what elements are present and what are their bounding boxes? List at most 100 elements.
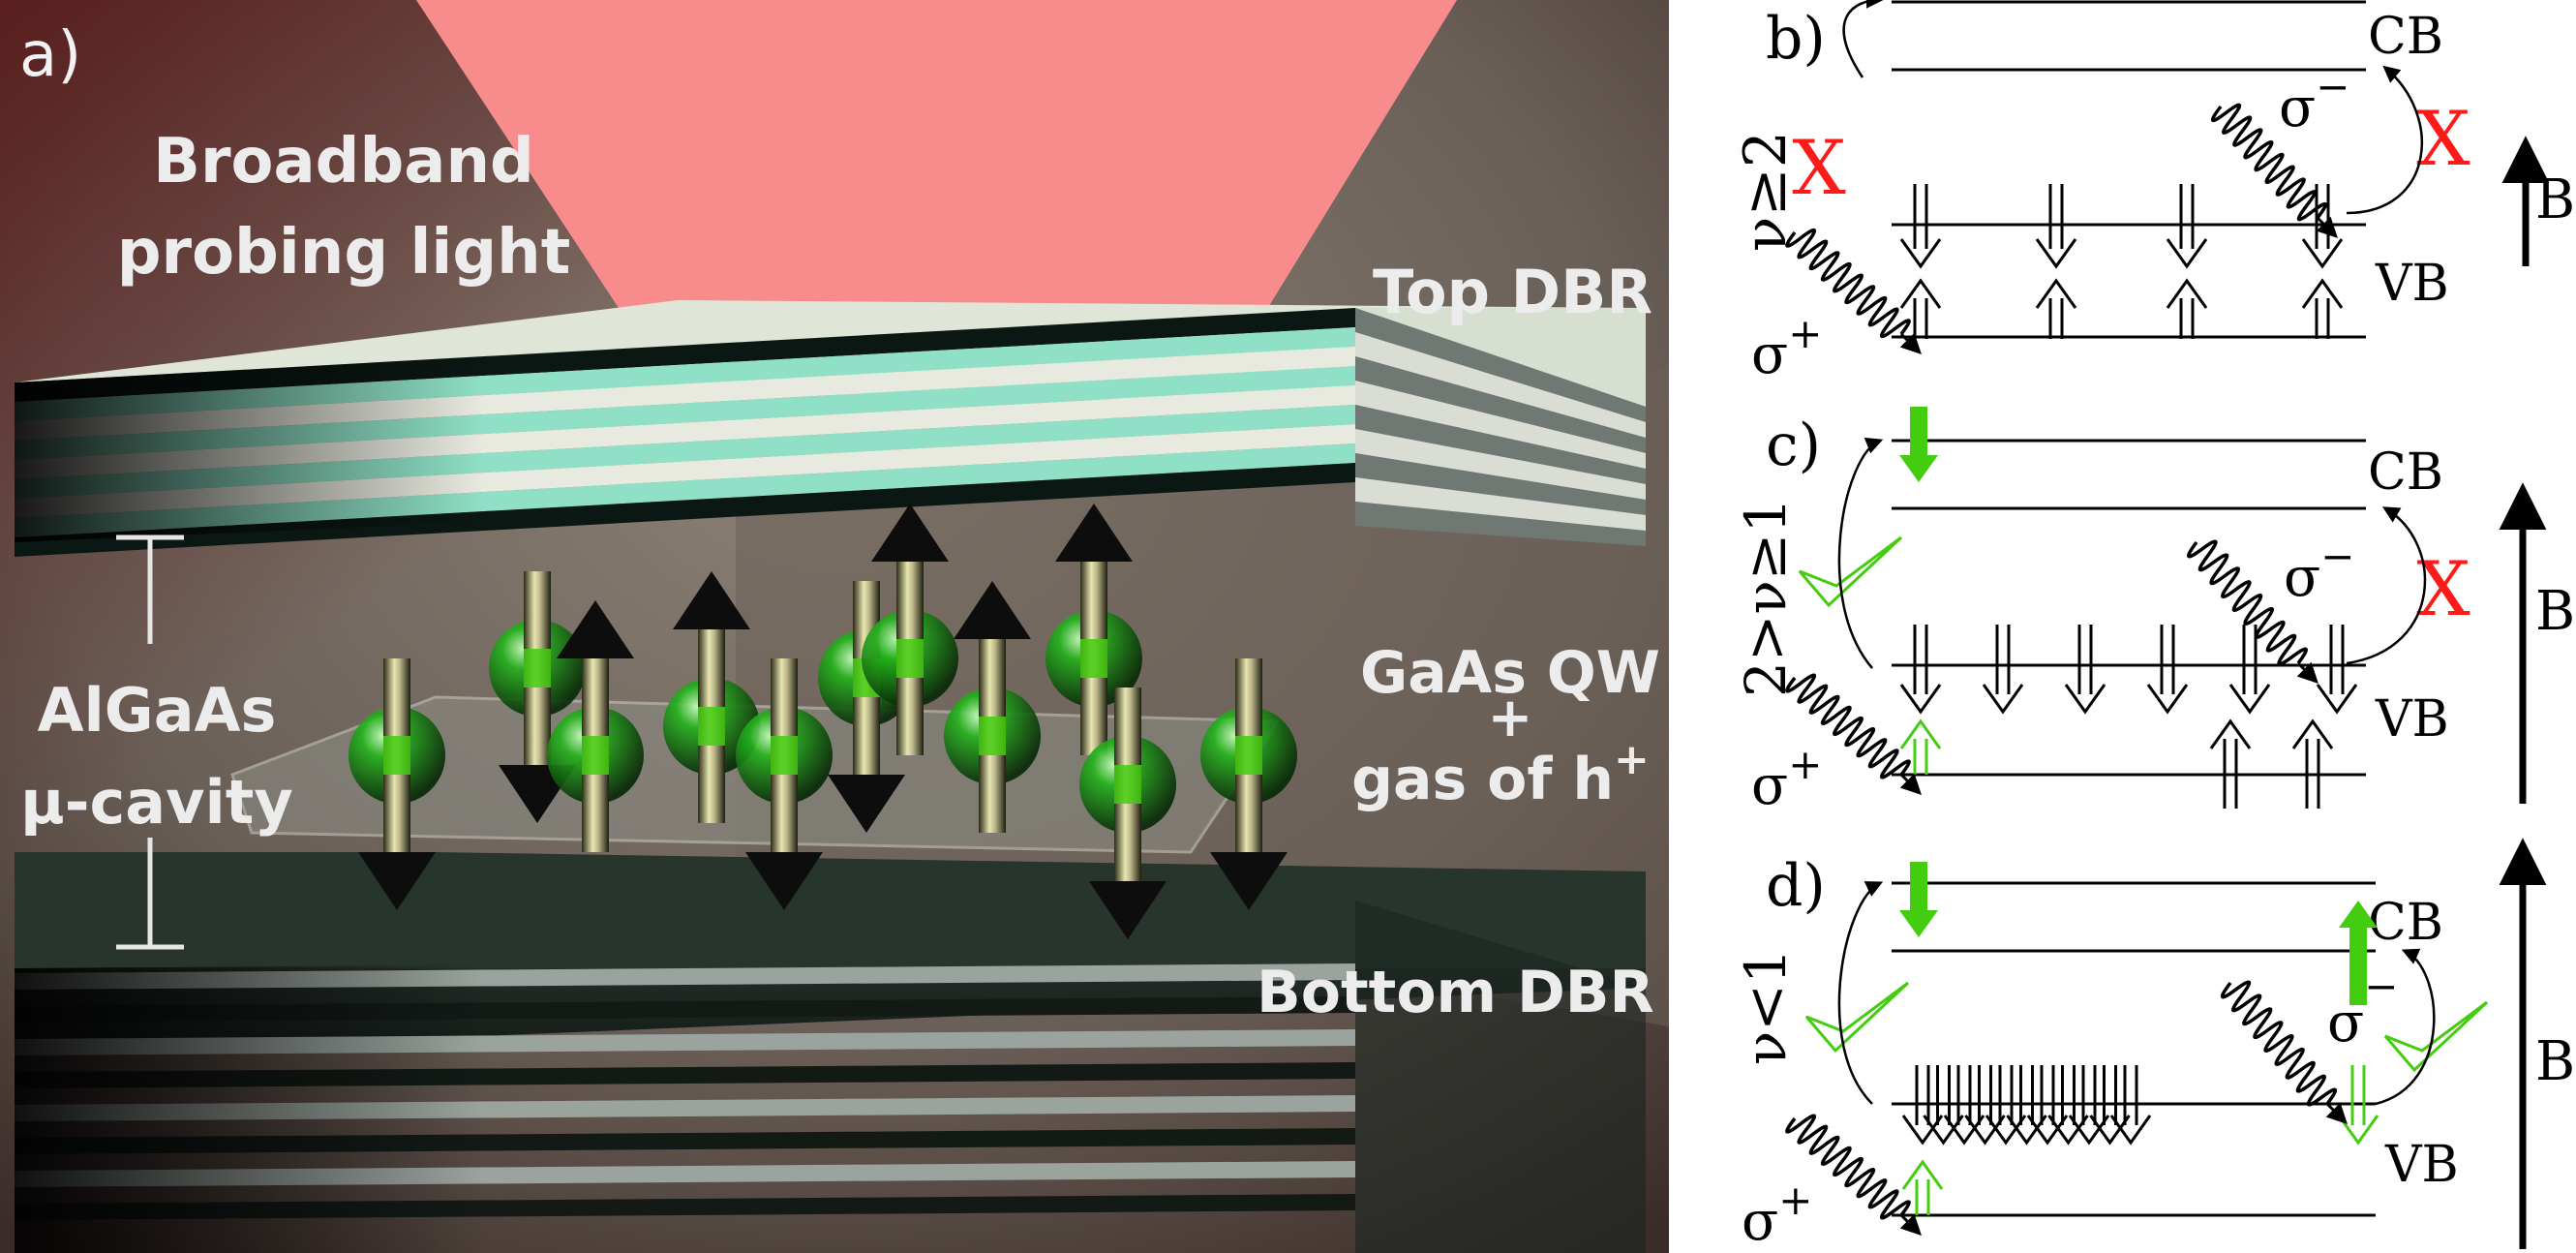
hole-spin bbox=[1200, 658, 1297, 910]
spin-up-hole-green bbox=[1899, 718, 1942, 775]
spin-down-hole bbox=[1923, 1065, 1964, 1146]
b-field-label: B bbox=[2535, 168, 2575, 231]
spin-down-hole bbox=[2047, 1065, 2089, 1146]
sigma-plus-label: σ+ bbox=[1742, 1177, 1812, 1253]
top-dbr-block bbox=[15, 300, 1646, 557]
left-allowed-mark bbox=[1804, 981, 1910, 1054]
spin-down-hole bbox=[2026, 1065, 2069, 1146]
cb-green-spin bbox=[1899, 407, 1938, 482]
sigma-minus-sup: − bbox=[2320, 533, 2354, 580]
cb-green-spin-up bbox=[2339, 901, 2378, 1005]
cb-label: CB bbox=[2368, 894, 2443, 952]
filling-factor-label: ν<1 bbox=[1733, 948, 1799, 1065]
sigma-plus-text: σ bbox=[1751, 754, 1788, 817]
cb-label: CB bbox=[2368, 443, 2443, 502]
spin-down-hole bbox=[2035, 184, 2077, 269]
left-transition-arrow bbox=[1837, 438, 1884, 669]
sigma-plus-photon bbox=[1785, 673, 1922, 795]
spin-down-hole bbox=[2316, 625, 2358, 715]
left-transition-arrow bbox=[1837, 881, 1884, 1105]
left-transition-arrow bbox=[1842, 0, 1884, 78]
spin-up-hole bbox=[2166, 278, 2208, 339]
sigma-minus-photon bbox=[2221, 980, 2348, 1124]
hole-spin bbox=[1046, 504, 1142, 755]
panel-a-label: a) bbox=[19, 19, 81, 91]
hole-spin bbox=[736, 658, 833, 910]
spin-up-hole bbox=[2209, 718, 2252, 809]
sigma-minus-text: σ bbox=[2279, 76, 2316, 139]
hole-spin bbox=[349, 658, 445, 910]
panel-c-label: c) bbox=[1766, 412, 1821, 479]
hole-spin bbox=[663, 571, 760, 823]
left-blocked-mark: X bbox=[1792, 125, 1846, 212]
spin-down-hole-green bbox=[2337, 1065, 2379, 1146]
spin-down-hole bbox=[1943, 1065, 1985, 1146]
top-dbr-side-stripe bbox=[1355, 477, 1646, 531]
filling-factor-label: 2>ν≥1 bbox=[1733, 498, 1799, 697]
cb-label: CB bbox=[2368, 8, 2443, 66]
qw-label-2-text: gas of h bbox=[1351, 746, 1614, 813]
probe-light-label-1: Broadband bbox=[153, 126, 534, 198]
right-transition-arrow bbox=[2375, 948, 2436, 1106]
sigma-minus-photon bbox=[2187, 539, 2318, 684]
spin-down-hole bbox=[1899, 184, 1942, 269]
vb-label: VB bbox=[2375, 690, 2449, 749]
b-field-label: B bbox=[2535, 580, 2575, 643]
qw-label-plus: + bbox=[1488, 687, 1533, 749]
spin-up-hole bbox=[2301, 278, 2344, 339]
sigma-plus-sup: + bbox=[1788, 741, 1822, 788]
b-field-label: B bbox=[2535, 1030, 2575, 1093]
sigma-minus-sup: − bbox=[2316, 63, 2349, 110]
spin-up-hole-green bbox=[1901, 1159, 1944, 1215]
sigma-minus-text: σ bbox=[2327, 992, 2364, 1054]
spin-down-hole bbox=[1899, 625, 1942, 715]
sigma-minus-label: σ− bbox=[2279, 63, 2349, 139]
spin-down-hole bbox=[2228, 625, 2271, 715]
spin-down-hole bbox=[2064, 625, 2106, 715]
vb-label: VB bbox=[2384, 1136, 2459, 1194]
top-dbr-side-stripe bbox=[1355, 405, 1646, 484]
top-dbr-side-stripe bbox=[1355, 308, 1646, 422]
top-dbr-side-stripe bbox=[1355, 381, 1646, 469]
cavity-label-2: μ-cavity bbox=[20, 767, 293, 838]
sigma-minus-label: σ− bbox=[2327, 963, 2398, 1054]
sigma-minus-text: σ bbox=[2284, 546, 2320, 609]
top-dbr-label: Top DBR bbox=[1373, 257, 1652, 327]
spin-down-hole bbox=[2146, 625, 2189, 715]
sigma-plus-photon bbox=[1785, 228, 1922, 354]
sigma-plus-sup: + bbox=[1788, 310, 1822, 357]
sigma-plus-photon bbox=[1785, 1114, 1922, 1236]
panel-d-label: d) bbox=[1766, 852, 1826, 920]
top-dbr-side-stripe bbox=[1355, 502, 1646, 546]
spin-down-hole bbox=[2109, 1065, 2152, 1146]
spin-down-hole bbox=[1964, 1065, 2006, 1146]
right-transition-arrow bbox=[2346, 65, 2424, 215]
qw-label-2: gas of h+ bbox=[1351, 735, 1650, 813]
cavity-label-1: AlGaAs bbox=[38, 675, 277, 746]
bottom-dbr-label: Bottom DBR bbox=[1257, 959, 1654, 1026]
right-blocked-mark: X bbox=[2416, 96, 2470, 183]
spin-down-hole bbox=[2089, 1065, 2131, 1146]
spin-down-hole bbox=[1901, 1065, 1944, 1146]
top-dbr-side-stripe bbox=[1355, 332, 1646, 438]
sigma-plus-sup: + bbox=[1778, 1177, 1812, 1224]
spin-up-hole bbox=[2035, 278, 2077, 339]
bottom-dbr-block bbox=[15, 852, 1646, 1253]
panel-a-illustration: a) Broadband probing light Top DBR AlGaA… bbox=[0, 0, 1669, 1253]
sigma-plus-label: σ+ bbox=[1751, 741, 1822, 817]
qw-label-2-sup: + bbox=[1614, 735, 1650, 784]
right-allowed-mark bbox=[2383, 1000, 2489, 1073]
spin-down-hole bbox=[1985, 1065, 2027, 1146]
vb-label: VB bbox=[2375, 255, 2449, 313]
cb-green-spin-down bbox=[1899, 862, 1938, 937]
hole-spin bbox=[944, 581, 1041, 833]
sigma-minus-sup: − bbox=[2364, 963, 2398, 1010]
hole-spin bbox=[489, 571, 586, 823]
sigma-minus-photon bbox=[2211, 103, 2338, 238]
cavity-size-bracket bbox=[116, 535, 184, 950]
spin-down-hole bbox=[2006, 1065, 2047, 1146]
